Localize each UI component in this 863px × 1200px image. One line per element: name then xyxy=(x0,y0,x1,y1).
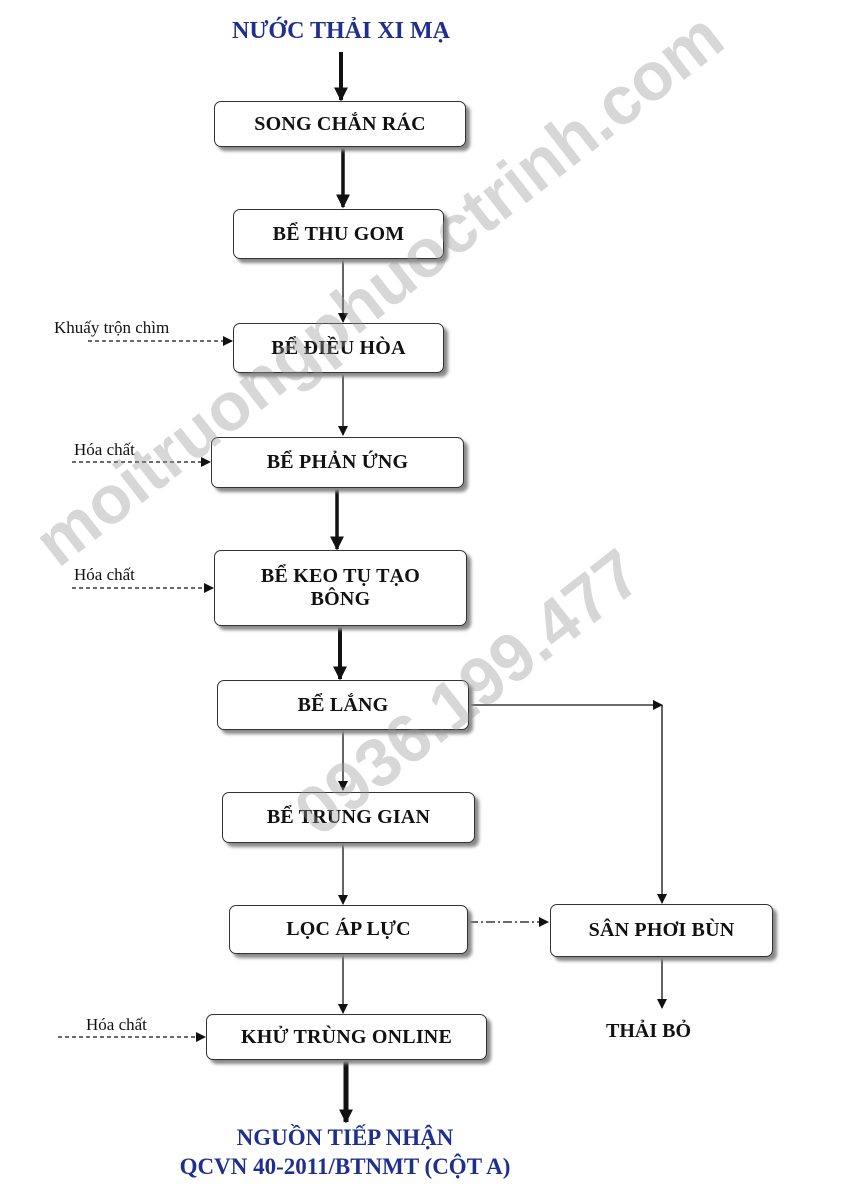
step-equalization: BỂ ĐIỀU HÒA xyxy=(233,323,444,373)
step-collection: BỂ THU GOM xyxy=(233,209,444,259)
label-chemical-3: Hóa chất xyxy=(86,1015,147,1034)
step-screen: SONG CHẮN RÁC xyxy=(214,101,466,147)
discharge-line-1: NGUỒN TIẾP NHẬN xyxy=(236,1125,454,1150)
step-intermediate: BỂ TRUNG GIAN xyxy=(222,792,475,843)
step-reaction: BỂ PHẢN ỨNG xyxy=(211,437,464,488)
label-chemical-2: Hóa chất xyxy=(74,565,135,584)
diagram-title: NƯỚC THẢI XI MẠ xyxy=(231,18,450,44)
step-flocculation: BỂ KEO TỤ TẠO BÔNG xyxy=(214,550,467,626)
step-sludge-bed: SÂN PHƠI BÙN xyxy=(550,904,773,957)
step-disinfection: KHỬ TRÙNG ONLINE xyxy=(206,1014,487,1060)
discharge-line-2: QCVN 40-2011/BTNMT (CỘT A) xyxy=(179,1154,511,1179)
label-chemical-1: Hóa chất xyxy=(74,440,135,459)
label-disposal: THẢI BỎ xyxy=(606,1020,692,1042)
step-settling: BỂ LẮNG xyxy=(217,680,469,730)
label-mixer: Khuấy trộn chìm xyxy=(54,318,170,337)
step-pressure-filter: LỌC ÁP LỰC xyxy=(229,905,468,954)
